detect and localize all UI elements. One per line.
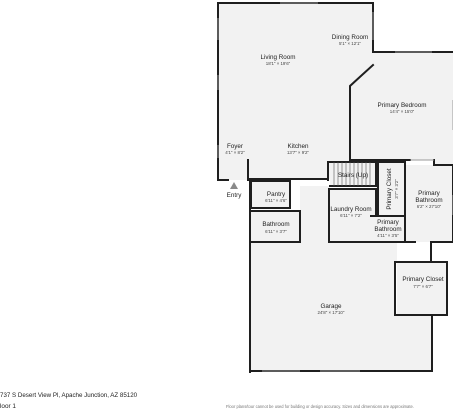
pantry-fill <box>251 182 290 208</box>
kitchen-name: Kitchen <box>287 143 309 150</box>
disclaimer-text: Floor plans/tour cannot be used for buil… <box>226 404 414 409</box>
primary-bathroom-small-walls <box>370 215 406 243</box>
laundry-room-name: Laundry Room <box>330 206 371 213</box>
pantry-dim: 6'11" × 4'6" <box>265 198 287 203</box>
walls <box>217 2 453 373</box>
foyer-fill <box>218 160 248 180</box>
stairs-walls <box>329 161 377 187</box>
laundry-room-dim: 6'11" × 7'2" <box>340 213 362 218</box>
primary-bathroom-right-wall <box>430 164 453 263</box>
dining-room-dim: 5'1" × 12'1" <box>339 41 361 46</box>
room-labels: Dining Room 5'1" × 12'1" Living Room 18'… <box>225 34 444 315</box>
primary-bathroom-small-dim: 4'11" × 3'5" <box>377 233 399 238</box>
laundry-walls <box>328 188 377 243</box>
primary-bedroom-fill <box>350 52 453 165</box>
primary-closet-upper-dim: 3'7" × 3'2" <box>394 179 399 199</box>
pantry-name: Pantry <box>267 191 286 198</box>
primary-closet-lower-fill <box>397 262 447 315</box>
garage-dim: 24'8" × 17'10" <box>318 310 345 315</box>
room-fills <box>218 2 453 371</box>
living-room-dim: 18'1" × 19'6" <box>266 61 291 66</box>
bathroom-walls <box>250 210 301 243</box>
primary-bathroom-small-fill <box>371 216 405 242</box>
hall-connector-fill <box>300 186 330 242</box>
living-dining-area-fill <box>218 2 373 160</box>
primary-closet-lower-dim: 7'7" × 6'7" <box>413 284 433 289</box>
living-room-name: Living Room <box>261 54 296 61</box>
bedroom-lower-wall-2 <box>433 159 453 166</box>
bathroom-name: Bathroom <box>262 221 289 228</box>
stairs-name: Stairs (Up) <box>338 172 368 179</box>
primary-bedroom-dim: 14'4" × 15'0" <box>390 109 415 114</box>
dining-room-name: Dining Room <box>332 34 368 41</box>
primary-closet-lower-name: Primary Closet <box>402 276 444 283</box>
primary-closet-lower-walls <box>394 261 448 316</box>
primary-bathroom-name-line2: Bathroom <box>415 197 442 204</box>
primary-bathroom-dim: 6'2" × 27'10" <box>417 204 442 209</box>
bathroom-dim: 6'11" × 3'7" <box>265 229 287 234</box>
primary-closet-upper-fill <box>378 162 405 216</box>
entry-arrow-icon <box>230 182 238 189</box>
primary-bathroom-name-line1: Primary <box>418 190 441 197</box>
kitchen-lower-fill <box>248 160 328 178</box>
openings <box>217 2 453 372</box>
entry-label: Entry <box>227 192 243 199</box>
primary-bathroom-small-name-line2: Bathroom <box>374 226 401 233</box>
primary-closet-upper-name: Primary Closet <box>386 168 393 210</box>
garage-name: Garage <box>320 303 342 310</box>
address-text: 737 S Desert View Pl, Apache Junction, A… <box>0 392 138 399</box>
bay-wall <box>349 63 375 161</box>
primary-bedroom-name: Primary Bedroom <box>378 102 427 109</box>
garage-fill <box>249 242 432 371</box>
stairs-fill <box>330 162 375 186</box>
foyer-name: Foyer <box>227 143 243 150</box>
kitchen-dim: 13'7" × 9'2" <box>287 150 309 155</box>
primary-bathroom-fill <box>405 165 453 242</box>
bathroom-fill <box>251 212 300 242</box>
floor-label: loor 1 <box>0 403 16 410</box>
laundry-room-fill <box>329 189 376 242</box>
primary-bathroom-small-name-line1: Primary <box>377 219 400 226</box>
foyer-dim: 4'1" × 8'2" <box>225 150 245 155</box>
stair-treads <box>333 162 371 186</box>
